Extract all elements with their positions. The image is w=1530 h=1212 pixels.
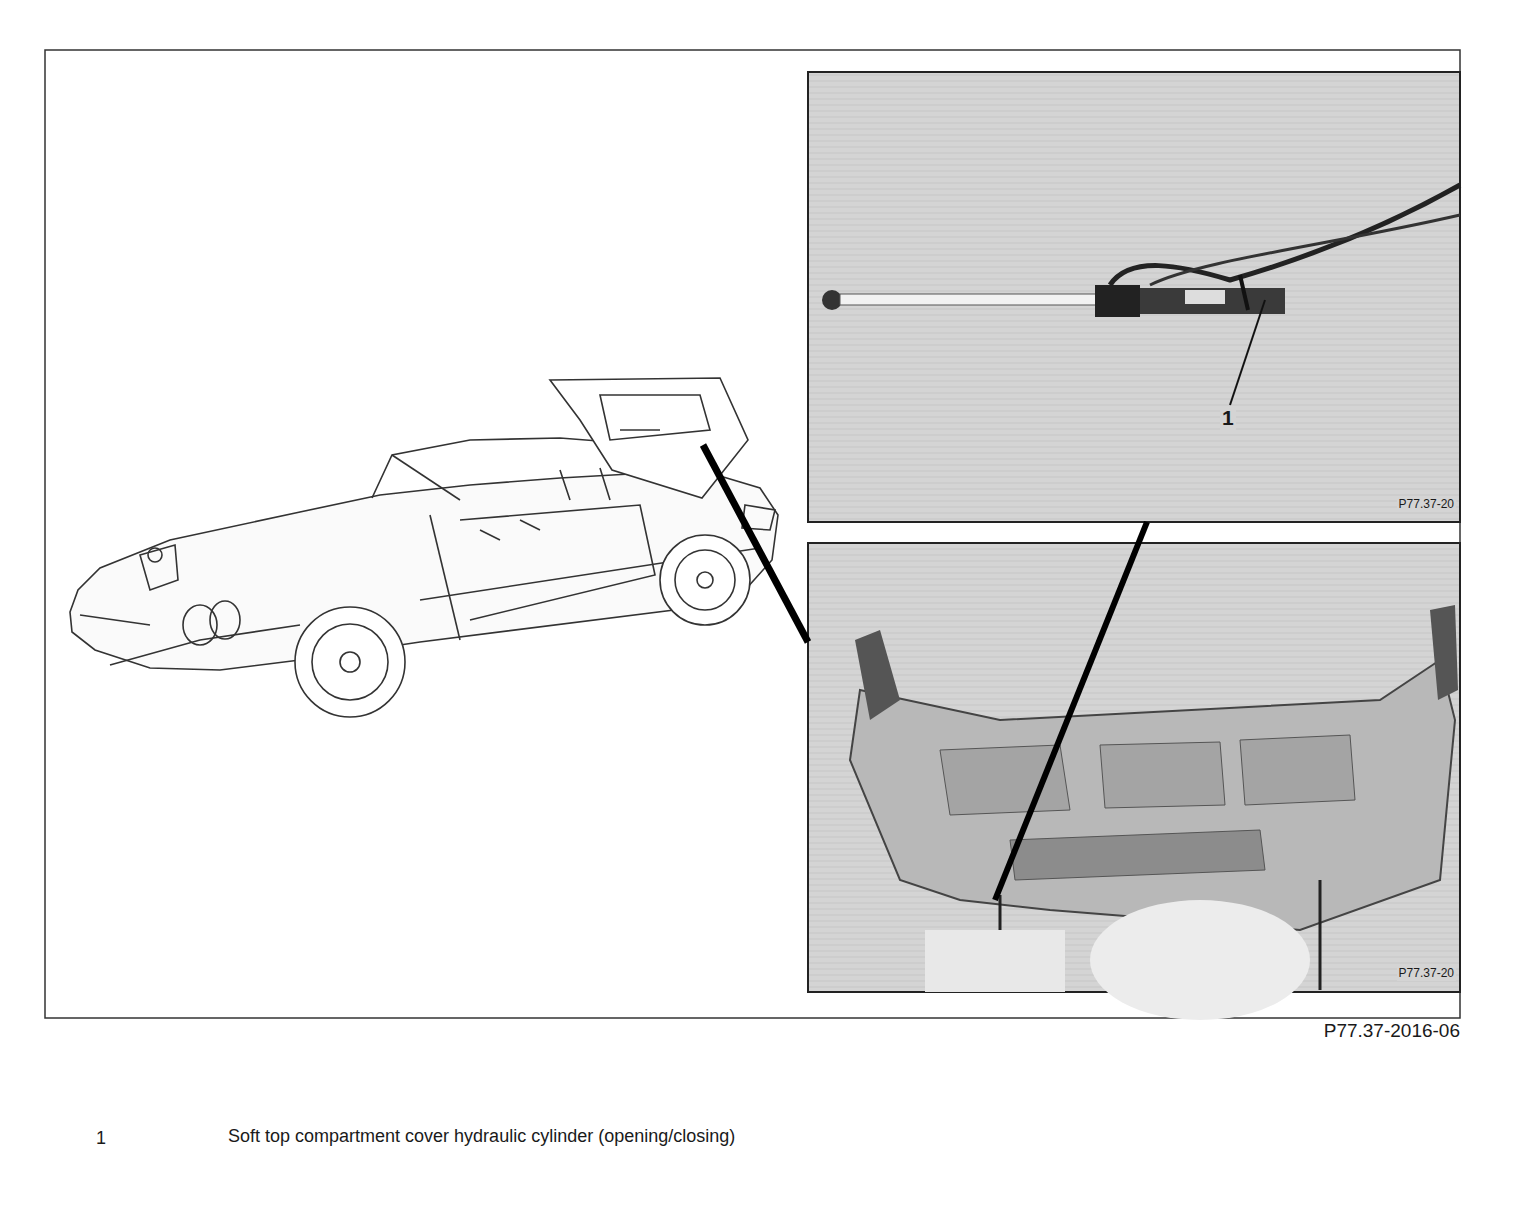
leader-line xyxy=(995,522,1147,900)
leader-line xyxy=(1230,300,1265,405)
leader-line xyxy=(703,445,808,642)
hydraulic-cylinder xyxy=(822,185,1460,317)
compartment-lid xyxy=(850,605,1458,1020)
outer-frame xyxy=(45,50,1460,1018)
car-drawing xyxy=(70,378,778,717)
callout-number: 1 xyxy=(96,1128,106,1149)
part-description: Soft top compartment cover hydraulic cyl… xyxy=(228,1126,738,1147)
figure-code: P77.37-20 xyxy=(1397,498,1456,512)
callout-number: 1 xyxy=(1220,406,1236,430)
inset-photo-top xyxy=(808,72,1460,522)
figure-code: P77.37-2016-06 xyxy=(1324,1020,1460,1042)
figure-code: P77.37-20 xyxy=(1397,967,1456,981)
